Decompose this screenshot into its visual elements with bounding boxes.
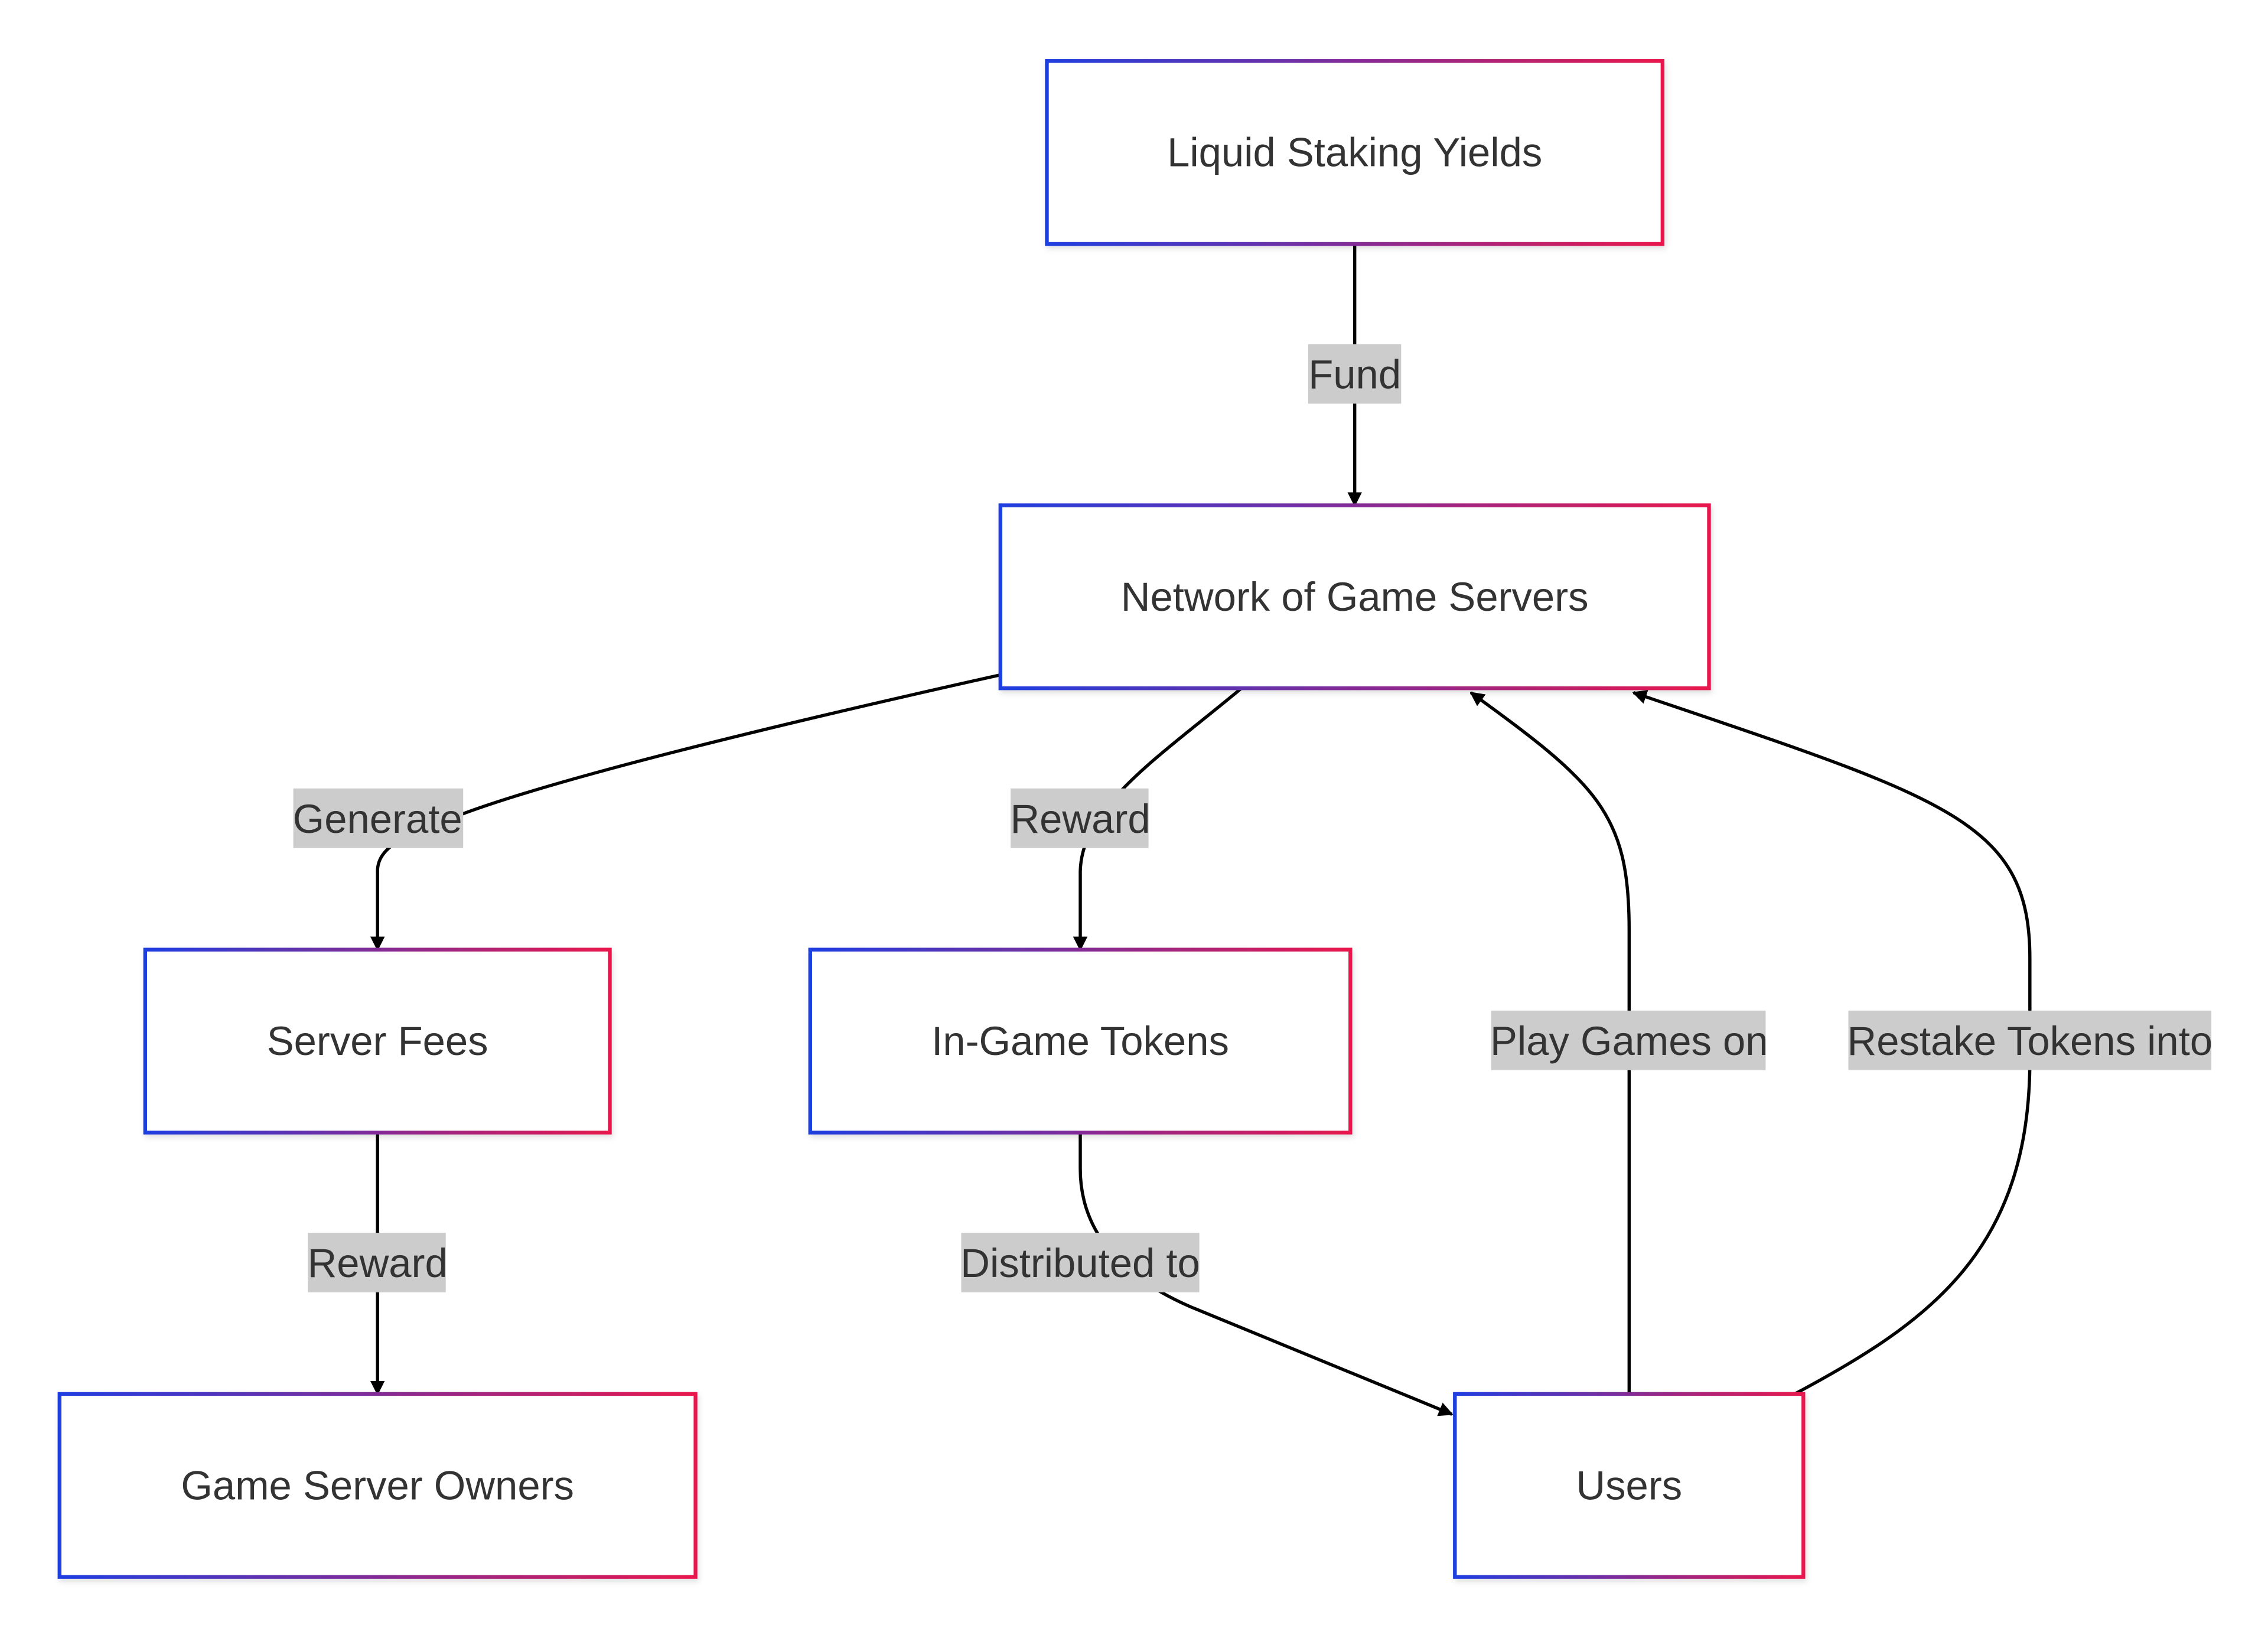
edge-labels: Fund Generate Reward Reward Distributed … bbox=[293, 344, 2212, 1292]
edge-label-fund-text: Fund bbox=[1308, 352, 1401, 398]
edge-label-play-games-on: Play Games on bbox=[1490, 1010, 1768, 1070]
edge-label-fund: Fund bbox=[1308, 344, 1402, 404]
node-users[interactable]: Users bbox=[1453, 1392, 1806, 1579]
node-game-server-owners[interactable]: Game Server Owners bbox=[57, 1392, 698, 1579]
edge-label-reward-owners: Reward bbox=[308, 1233, 448, 1292]
edge-label-restake-tokens-into: Restake Tokens into bbox=[1847, 1010, 2213, 1070]
edge-label-reward-owners-text: Reward bbox=[308, 1240, 448, 1286]
edge-label-generate-text: Generate bbox=[293, 796, 462, 842]
node-label-in-game-tokens: In-Game Tokens bbox=[931, 1018, 1229, 1064]
node-label-game-server-owners: Game Server Owners bbox=[181, 1463, 574, 1508]
edge-label-reward-tokens: Reward bbox=[1010, 788, 1151, 848]
edge-label-generate: Generate bbox=[293, 788, 464, 848]
node-label-liquid-staking-yields: Liquid Staking Yields bbox=[1167, 130, 1542, 175]
edge-generate bbox=[370, 673, 999, 952]
edge-restake-tokens-into bbox=[1632, 690, 2032, 1396]
node-liquid-staking-yields[interactable]: Liquid Staking Yields bbox=[1045, 59, 1665, 246]
edge-label-play-games-on-text: Play Games on bbox=[1490, 1018, 1768, 1064]
node-network-of-game-servers[interactable]: Network of Game Servers bbox=[998, 503, 1711, 691]
node-label-network-of-game-servers: Network of Game Servers bbox=[1121, 574, 1589, 620]
edge-play-games-on bbox=[1469, 691, 1631, 1394]
edge-label-restake-tokens-into-text: Restake Tokens into bbox=[1847, 1018, 2213, 1064]
node-label-users: Users bbox=[1576, 1463, 1682, 1508]
nodes: Liquid Staking Yields Network of Game Se… bbox=[57, 59, 1806, 1579]
edge-label-distributed-to: Distributed to bbox=[960, 1233, 1200, 1292]
node-in-game-tokens[interactable]: In-Game Tokens bbox=[808, 947, 1353, 1135]
edge-label-distributed-to-text: Distributed to bbox=[960, 1240, 1200, 1286]
node-server-fees[interactable]: Server Fees bbox=[143, 947, 612, 1135]
edge-reward-tokens bbox=[1073, 687, 1243, 952]
edge-label-reward-tokens-text: Reward bbox=[1010, 796, 1150, 842]
node-label-server-fees: Server Fees bbox=[267, 1018, 488, 1064]
edges bbox=[370, 243, 2032, 1416]
